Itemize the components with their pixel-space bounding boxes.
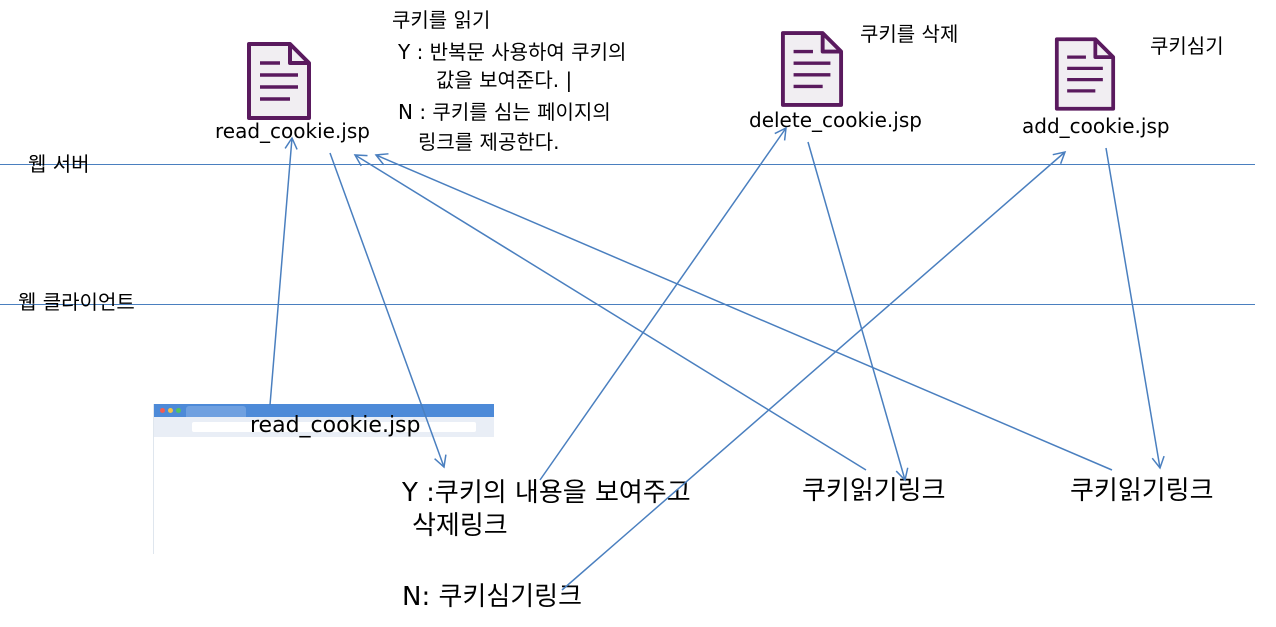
browser-window-icon	[153, 404, 494, 554]
delete-note-title: 쿠키를 삭제	[860, 22, 959, 46]
document-icon	[247, 42, 311, 120]
client-y-line1: Y :쿠키의 내용을 보여주고	[402, 478, 691, 508]
arrow-read-link-2-to-read	[374, 153, 1113, 471]
web-server-lane-line	[0, 164, 1255, 165]
client-y-line2: 삭제링크	[412, 511, 508, 541]
cookie-read-link-1: 쿠키읽기링크	[802, 476, 946, 506]
web-client-lane-label: 웹 클라이언트	[18, 290, 135, 314]
add-note-title: 쿠키심기	[1150, 34, 1224, 58]
arrow-delete-to-read-link	[807, 141, 909, 482]
client-n-line: N: 쿠키심기링크	[402, 582, 582, 612]
arrow-browser-to-read	[269, 136, 298, 406]
browser-url-label: read_cookie.jsp	[250, 413, 421, 438]
read-note-n-line2: 링크를 제공한다.	[418, 130, 560, 154]
add-cookie-file-label: add_cookie.jsp	[1022, 114, 1170, 138]
arrow-add-to-read-link	[1105, 147, 1165, 470]
document-icon	[780, 31, 844, 107]
read-note-y-line2: 값을 보여준다. |	[436, 68, 573, 92]
arrow-y-response-to-delete	[539, 126, 787, 481]
read-note-n-line1: N : 쿠키를 심는 페이지의	[398, 100, 611, 124]
read-note-title: 쿠키를 읽기	[392, 8, 491, 32]
read-note-y-line1: Y : 반복문 사용하여 쿠키의	[398, 40, 627, 64]
web-server-lane-label: 웹 서버	[28, 152, 90, 176]
cookie-read-link-2: 쿠키읽기링크	[1070, 476, 1214, 506]
arrow-n-response-to-add	[561, 150, 1067, 591]
document-icon	[1054, 37, 1116, 111]
arrow-read-link-1-to-read	[353, 154, 867, 471]
arrow-read-to-y-response	[329, 152, 447, 469]
web-client-lane-line	[0, 304, 1255, 305]
